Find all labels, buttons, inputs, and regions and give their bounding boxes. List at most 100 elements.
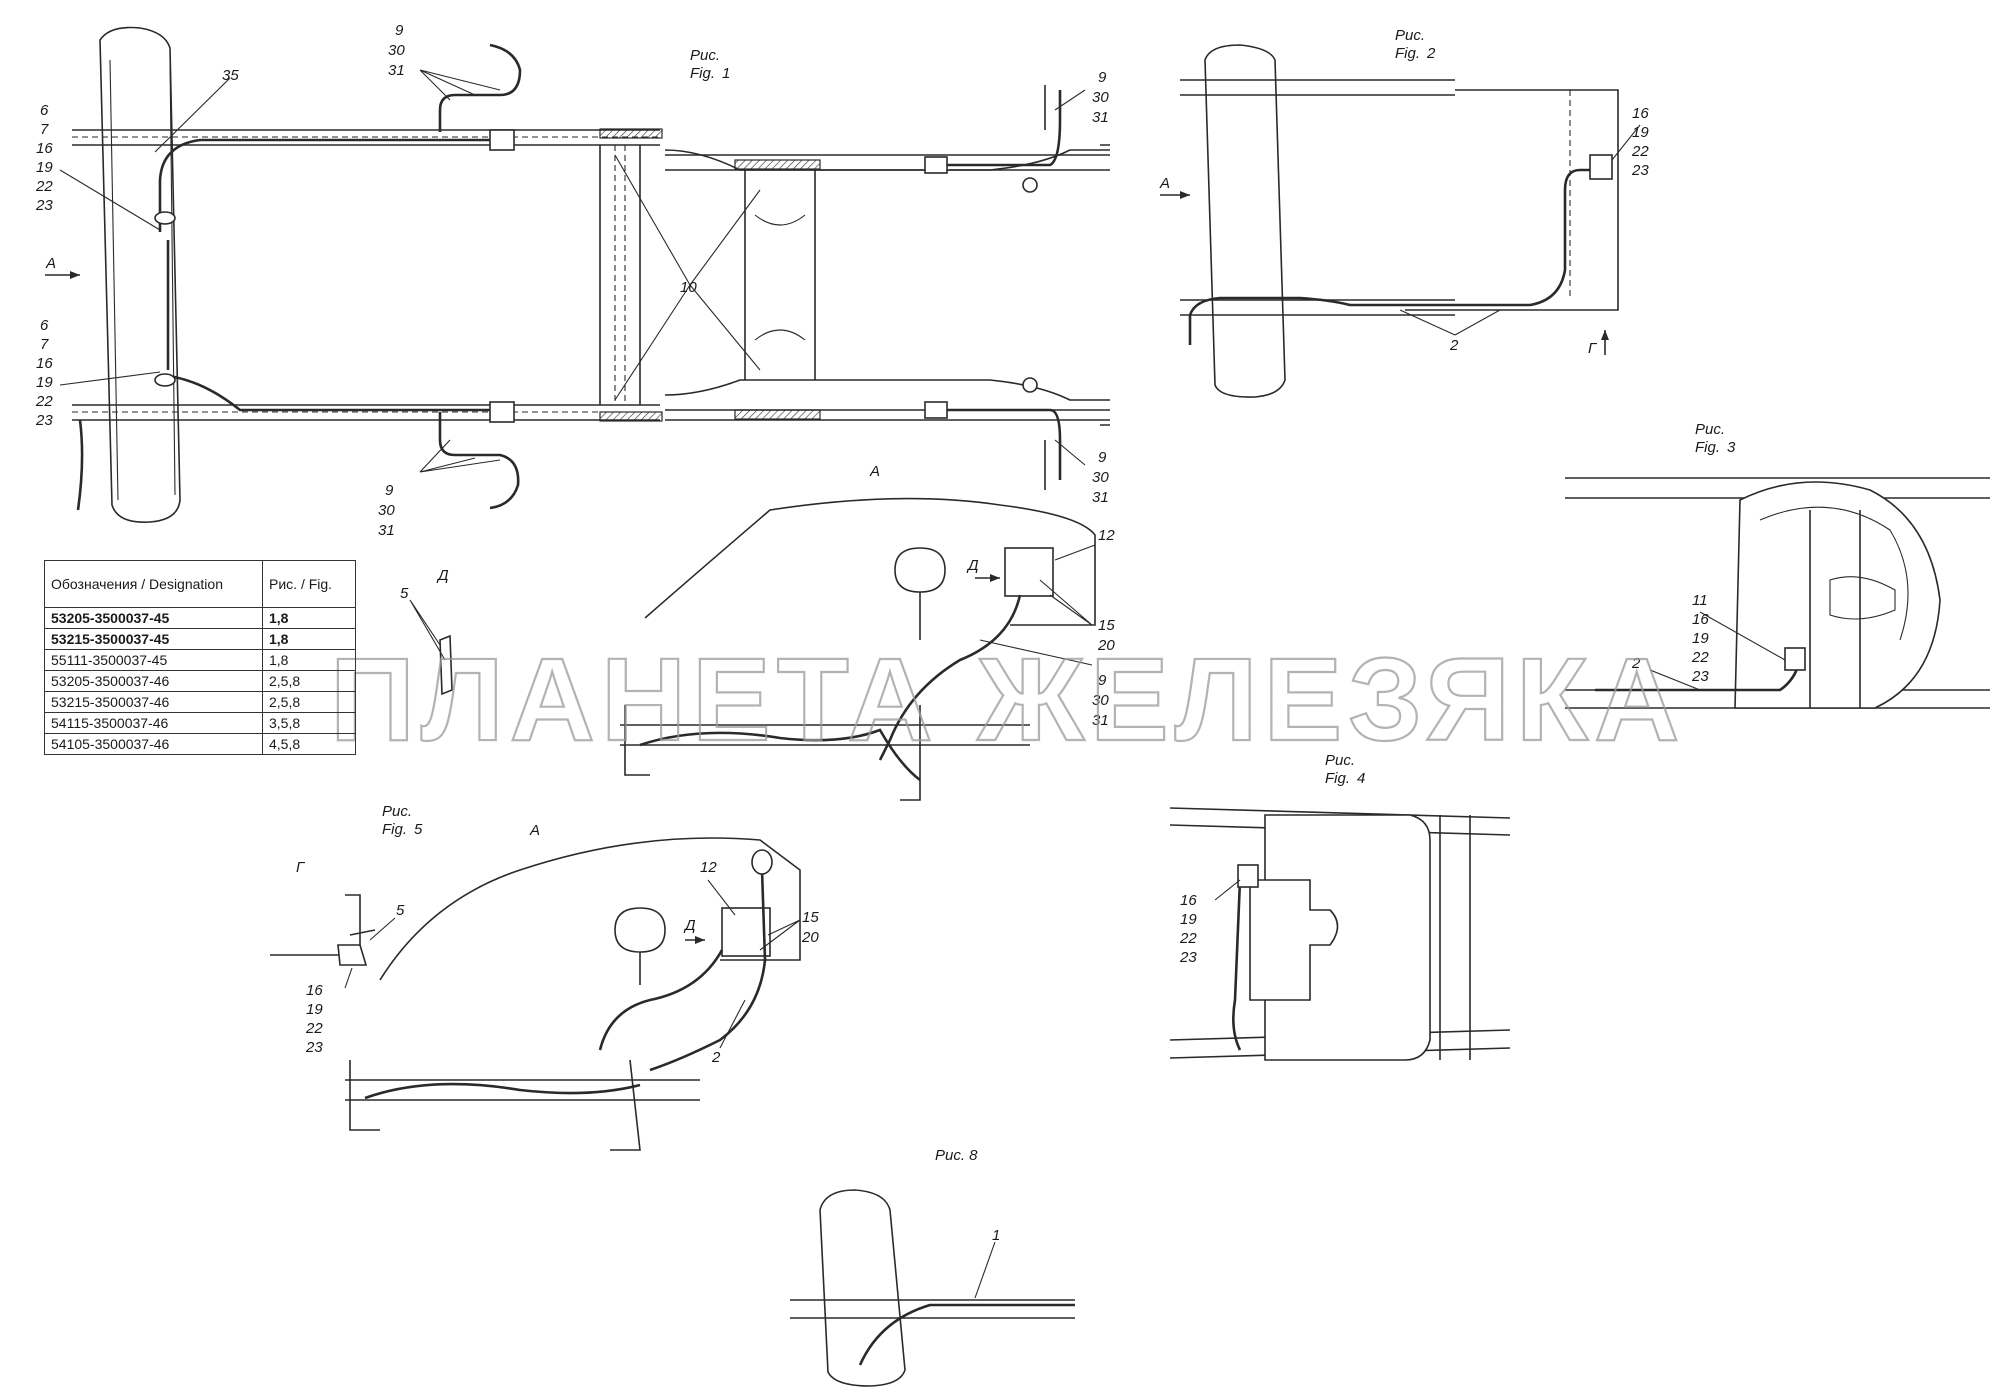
fig5-cab-outline: [379, 837, 801, 981]
svg-text:Д: Д: [436, 567, 449, 584]
svg-text:23: 23: [305, 1039, 323, 1056]
fig2-valve: [1589, 154, 1613, 180]
callout-stack-9-30-31-rear-bottom: 9 30 31: [1092, 449, 1109, 506]
designation-cell: 53205-3500037-46: [44, 670, 263, 692]
svg-text:19: 19: [306, 1001, 323, 1018]
svg-text:7: 7: [40, 121, 49, 138]
svg-text:5: 5: [396, 902, 405, 919]
fig8-brake-line: [858, 1303, 1075, 1366]
view-d-detail: 5 Д: [400, 567, 453, 696]
svg-text:23: 23: [1691, 668, 1709, 685]
view-label-a: A: [45, 255, 56, 272]
svg-text:19: 19: [1692, 630, 1709, 647]
callout-35: 35: [222, 67, 239, 84]
clamp-lower: [154, 373, 176, 387]
cross-member: [599, 145, 641, 405]
designation-cell: 54105-3500037-46: [44, 733, 263, 755]
svg-text:23: 23: [1631, 162, 1649, 179]
fig-cell: 2,5,8: [262, 670, 356, 692]
rear-axle-upper: [664, 149, 1110, 171]
svg-text:1: 1: [992, 1227, 1000, 1244]
svg-text:4: 4: [1357, 770, 1365, 787]
svg-text:19: 19: [1632, 124, 1649, 141]
svg-text:30: 30: [388, 42, 405, 59]
view-a-label-center: A: [869, 463, 880, 480]
svg-text:22: 22: [1631, 143, 1649, 160]
svg-text:Рис.: Рис.: [382, 803, 412, 820]
rear-cross-member: [744, 170, 816, 380]
rear-insert-upper: [734, 159, 821, 170]
fig2-brake-line: [1188, 168, 1600, 345]
view-a-cab-outline: [644, 497, 1096, 626]
fig-cell: 3,5,8: [262, 712, 356, 734]
rear-line-upper: [930, 90, 1062, 167]
clamp-upper: [154, 211, 176, 225]
callout-stack-9-30-31-rear-top: 9 30 31: [1092, 69, 1109, 126]
svg-text:6: 6: [40, 317, 49, 334]
lower-hose-spiral: [76, 419, 84, 511]
svg-text:23: 23: [35, 197, 53, 214]
svg-text:2: 2: [1426, 45, 1436, 62]
view-a-brake-line: [878, 594, 1022, 761]
fig-cell: 1,8: [262, 649, 356, 671]
fig-cell: 1,8: [262, 628, 356, 650]
svg-text:22: 22: [35, 393, 53, 410]
fig4-brake-line: [1232, 868, 1256, 1051]
view-a-cab: Д 12 15 20 9 30 31: [620, 497, 1115, 801]
svg-text:9: 9: [385, 482, 394, 499]
upper-frame-rail: [72, 129, 660, 146]
svg-text:19: 19: [36, 374, 53, 391]
svg-text:9: 9: [1098, 69, 1107, 86]
fig4-detail: Рис. Fig. 4 16 19 22 23: [1169, 752, 1511, 1061]
svg-text:16: 16: [36, 355, 53, 372]
watermark-text: ПЛАНЕТА ЖЕЛЕЗЯКА: [330, 634, 1685, 766]
valve-lower: [489, 401, 515, 423]
fig1-number: 1: [722, 65, 730, 82]
upper-brake-line: [158, 138, 500, 232]
svg-text:Г: Г: [1588, 340, 1598, 357]
svg-text:30: 30: [1092, 692, 1109, 709]
rear-axle-lower: [664, 379, 1110, 401]
svg-text:Fig.: Fig.: [1325, 770, 1350, 787]
svg-text:2: 2: [711, 1049, 721, 1066]
view-a-seat-headrest: [894, 547, 946, 593]
svg-text:22: 22: [1691, 649, 1709, 666]
designation-cell: 55111-3500037-45: [44, 649, 263, 671]
fig-cell: 1,8: [262, 607, 356, 629]
svg-text:19: 19: [36, 159, 53, 176]
fig1-chassis-plan: A Рис. Fig. 1 35 6 7 16 19 22 23 6 7 16 …: [35, 22, 1110, 539]
fig2-detail: A Г Рис. Fig. 2 2 16 19 22 23: [1159, 27, 1649, 398]
callout-stack-upper-left: 6 7 16 19 22 23: [35, 102, 53, 214]
svg-text:9: 9: [1098, 672, 1107, 689]
valve-upper: [489, 129, 515, 151]
svg-text:20: 20: [1097, 637, 1115, 654]
svg-text:Fig.: Fig.: [382, 821, 407, 838]
callout-stack-9-30-31-bottom: 9 30 31: [378, 482, 395, 539]
fig8-title: Рис. 8: [935, 1147, 978, 1164]
svg-text:Рис.: Рис.: [1695, 421, 1725, 438]
svg-text:7: 7: [40, 336, 49, 353]
svg-text:A: A: [1159, 175, 1170, 192]
fig-cell: 2,5,8: [262, 691, 356, 713]
svg-text:2: 2: [1449, 337, 1459, 354]
lower-frame-rail: [72, 404, 660, 421]
fig-cell: 4,5,8: [262, 733, 356, 755]
svg-text:3: 3: [1727, 439, 1736, 456]
svg-text:Рис.: Рис.: [1325, 752, 1355, 769]
svg-text:23: 23: [35, 412, 53, 429]
rear-line-lower: [930, 408, 1062, 480]
svg-text:15: 15: [1098, 617, 1115, 634]
svg-text:31: 31: [1092, 109, 1109, 126]
fig5-brake-line: [649, 869, 767, 1072]
designation-table: Обозначения / Designation Рис. / Fig. 53…: [44, 560, 356, 755]
callout-10: 10: [680, 279, 697, 296]
